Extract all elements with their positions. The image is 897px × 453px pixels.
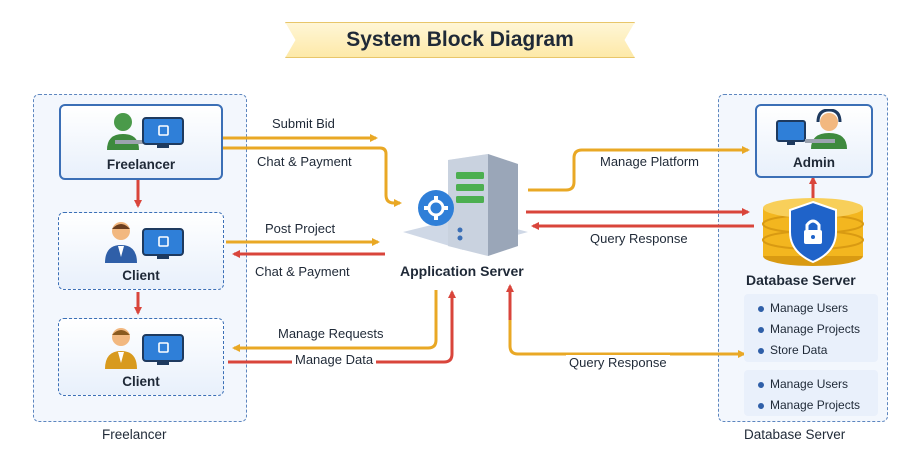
database-icon xyxy=(762,198,864,266)
admin-label: Admin xyxy=(793,155,835,170)
list-item: Manage Users xyxy=(758,298,878,319)
bullet-icon xyxy=(758,402,764,409)
arrow-query-response-2 xyxy=(508,291,746,358)
client-node-1: Client xyxy=(58,212,224,290)
label-manage-platform: Manage Platform xyxy=(600,154,699,169)
list-item: Store Data xyxy=(758,340,878,361)
label-manage-data: Manage Data xyxy=(292,352,377,367)
database-function-list-1: Manage Users Manage Projects Store Data xyxy=(744,294,878,362)
client-node-2: Client xyxy=(58,318,224,396)
list-item-label: Manage Projects xyxy=(770,398,861,412)
bullet-icon xyxy=(758,347,764,354)
admin-node: Admin xyxy=(755,104,873,178)
freelancer-icon xyxy=(107,113,184,150)
freelancer-node: Freelancer xyxy=(59,104,223,180)
database-server-label: Database Server xyxy=(746,272,856,288)
arrow-chat-payment-1 xyxy=(219,146,402,207)
arrow-manage-platform xyxy=(528,146,750,192)
freelancer-label: Freelancer xyxy=(106,157,176,172)
diagram-title: System Block Diagram xyxy=(285,22,635,58)
label-query-response-1: Query Response xyxy=(590,231,688,246)
application-server-label: Application Server xyxy=(400,263,524,279)
list-item-label: Manage Users xyxy=(770,301,849,315)
database-function-list-2: Manage Users Manage Projects xyxy=(744,370,878,416)
bullet-icon xyxy=(758,326,764,333)
list-item: Manage Users xyxy=(758,374,878,395)
label-chat-payment-1: Chat & Payment xyxy=(257,154,352,169)
list-item-label: Store Data xyxy=(770,343,828,357)
client-label-1: Client xyxy=(122,268,160,283)
list-item-label: Manage Users xyxy=(770,377,849,391)
admin-icon xyxy=(776,109,847,149)
list-item-label: Manage Projects xyxy=(770,322,861,336)
arrow-manage-data xyxy=(228,290,456,364)
label-manage-requests: Manage Requests xyxy=(278,326,384,341)
label-post-project: Post Project xyxy=(265,221,336,236)
bullet-icon xyxy=(758,305,764,312)
freelancer-group-label: Freelancer xyxy=(102,427,167,442)
database-server-group-label: Database Server xyxy=(744,427,846,442)
list-item: Manage Projects xyxy=(758,319,878,340)
client-label-2: Client xyxy=(122,374,160,389)
client-icon-1 xyxy=(105,222,184,263)
label-query-response-2: Query Response xyxy=(566,355,670,370)
application-server-icon xyxy=(403,154,528,256)
bullet-icon xyxy=(758,381,764,388)
client-icon-2 xyxy=(105,328,184,369)
list-item: Manage Projects xyxy=(758,395,878,416)
arrow-manage-requests xyxy=(232,290,438,352)
label-submit-bid: Submit Bid xyxy=(272,116,335,131)
label-chat-payment-2: Chat & Payment xyxy=(255,264,350,279)
